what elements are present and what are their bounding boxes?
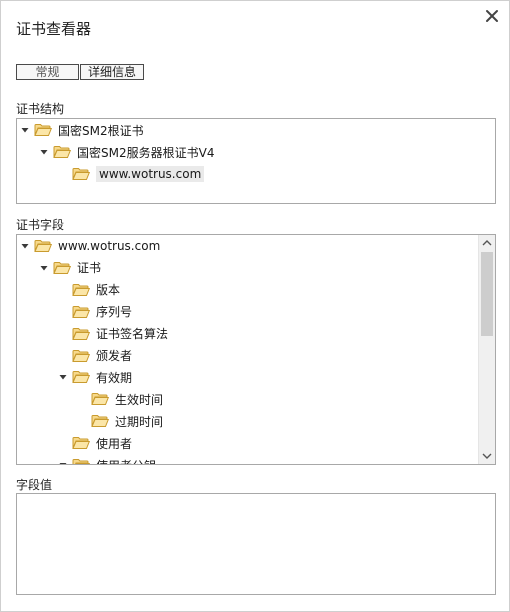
cert-path-label: 证书结构 (16, 102, 65, 116)
scroll-down-icon[interactable] (479, 448, 495, 464)
cert-field-item-label: 使用者 (96, 436, 133, 451)
folder-icon (34, 123, 52, 137)
tree-spacer (58, 285, 68, 295)
cert-field-tree-item[interactable]: 生效时间 (77, 389, 163, 409)
folder-icon (72, 349, 90, 363)
tab-general[interactable]: 常规 (16, 64, 79, 80)
cert-field-item-label: www.wotrus.com (58, 239, 161, 253)
scroll-up-icon[interactable] (479, 235, 495, 251)
folder-icon (91, 414, 109, 428)
cert-fields-label: 证书字段 (16, 218, 65, 232)
cert-field-tree-item[interactable]: 证书签名算法 (58, 324, 168, 344)
cert-field-item-label: 有效期 (96, 370, 133, 385)
cert-field-tree-item[interactable]: 使用者 (58, 433, 132, 453)
field-value-box[interactable] (16, 493, 496, 595)
cert-field-tree-item[interactable]: 过期时间 (77, 411, 163, 431)
tab-details[interactable]: 详细信息 (80, 64, 144, 80)
cert-field-tree-item[interactable]: 序列号 (58, 302, 132, 322)
scroll-thumb[interactable] (481, 252, 493, 336)
cert-fields-tree[interactable]: www.wotrus.com 证书版本序列号证书签名算法颁发者有效期生效时间过期时… (16, 234, 496, 465)
cert-field-item-label: 颁发者 (96, 349, 133, 363)
cert-field-item-label: 使用者公钥 (96, 457, 156, 465)
folder-icon (34, 239, 52, 253)
cert-field-item-label: 证书签名算法 (96, 327, 169, 342)
tree-spacer (77, 394, 87, 404)
folder-icon (91, 392, 109, 406)
folder-icon (72, 436, 90, 450)
cert-field-item-label: 版本 (96, 283, 121, 298)
cert-path-tree-item[interactable]: 国密SM2根证书 (20, 120, 144, 140)
cert-field-item-label: 证书 (77, 261, 102, 276)
folder-icon (72, 327, 90, 341)
expand-triangle-icon[interactable] (58, 372, 68, 382)
expand-triangle-icon[interactable] (39, 147, 49, 157)
expand-triangle-icon[interactable] (20, 125, 30, 135)
cert-path-item-label: www.wotrus.com (96, 166, 205, 182)
field-value-label: 字段值 (16, 478, 53, 492)
cert-path-tree[interactable]: 国密SM2根证书国密SM2服务器根证书V4 www.wotrus.com (16, 118, 496, 204)
cert-path-item-label: 国密SM2根证书 (58, 123, 144, 138)
tree-spacer (58, 169, 68, 179)
folder-icon (72, 283, 90, 297)
tree-spacer (58, 438, 68, 448)
cert-field-tree-item[interactable]: 版本 (58, 280, 120, 300)
cert-field-item-label: 序列号 (96, 305, 133, 320)
expand-triangle-icon[interactable] (39, 263, 49, 273)
folder-icon (72, 370, 90, 384)
cert-field-tree-item[interactable]: 有效期 (58, 367, 132, 387)
cert-field-item-label: 生效时间 (115, 392, 164, 407)
cert-path-item-label: 国密SM2服务器根证书V4 (77, 145, 215, 160)
cert-path-tree-item[interactable]: 国密SM2服务器根证书V4 (39, 142, 214, 162)
tree-spacer (77, 416, 87, 426)
folder-icon (53, 261, 71, 275)
tree-spacer (58, 307, 68, 317)
cert-field-tree-item[interactable]: 颁发者 (58, 346, 132, 366)
cert-field-tree-item[interactable]: www.wotrus.com (20, 236, 160, 256)
cert-path-tree-item[interactable]: www.wotrus.com (58, 164, 205, 184)
tree-spacer (58, 351, 68, 361)
folder-icon (53, 145, 71, 159)
expand-triangle-icon[interactable] (58, 460, 68, 464)
fields-scrollbar[interactable] (478, 235, 495, 464)
cert-field-tree-item[interactable]: 证书 (39, 258, 101, 278)
folder-icon (72, 458, 90, 464)
tree-spacer (58, 329, 68, 339)
close-icon[interactable] (483, 7, 501, 25)
cert-field-tree-item[interactable]: 使用者公钥 (58, 455, 156, 465)
expand-triangle-icon[interactable] (20, 241, 30, 251)
folder-icon (72, 167, 90, 181)
cert-field-item-label: 过期时间 (115, 414, 164, 429)
window-title: 证书查看器 (16, 20, 92, 38)
folder-icon (72, 305, 90, 319)
tab-bar: 常规 详细信息 (16, 64, 145, 80)
